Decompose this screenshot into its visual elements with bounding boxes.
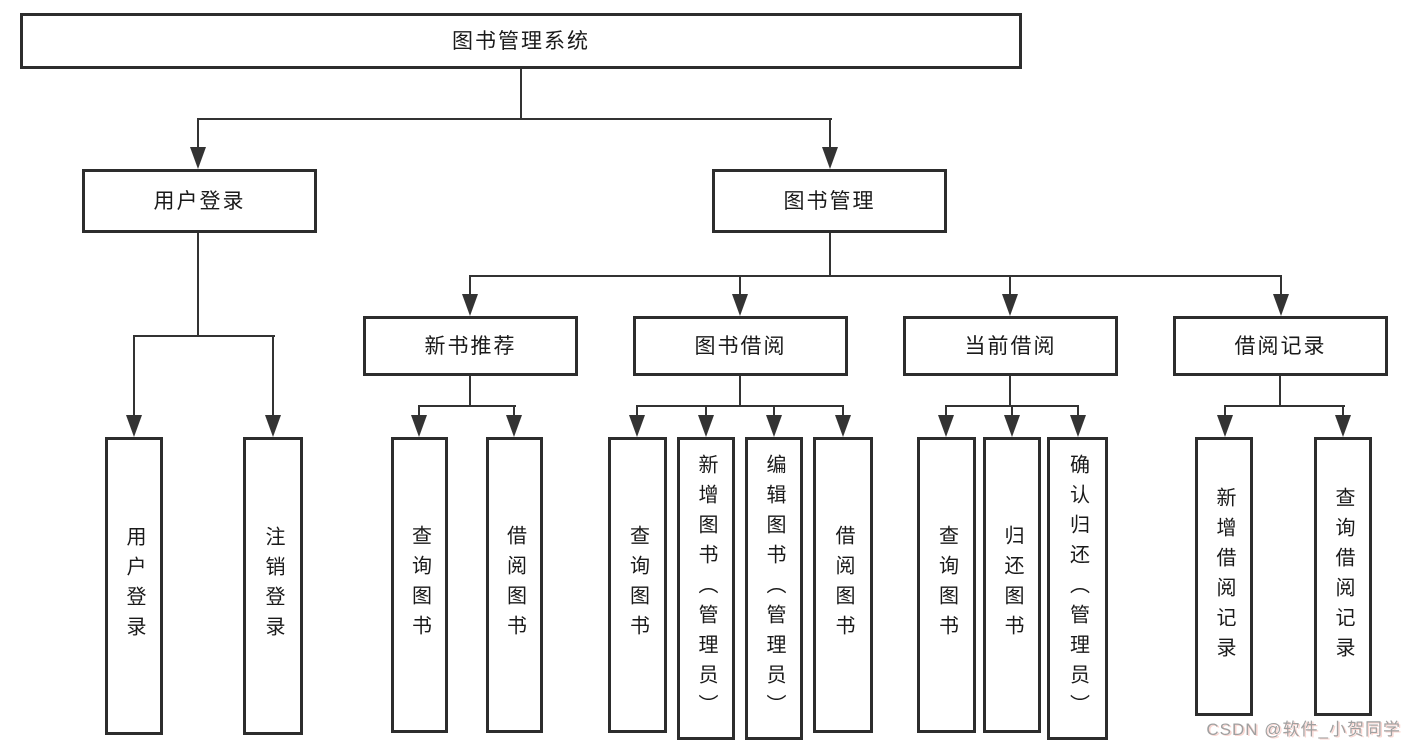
node-user_login-label: 用户登录 (153, 189, 246, 213)
connector-hline (636, 405, 844, 407)
node-bb_borrow-label: 借阅图书 (832, 525, 854, 645)
node-br_query: 查询借阅记录 (1314, 437, 1372, 716)
connector-vline (1009, 376, 1011, 407)
connector-arrow-stem (1011, 406, 1013, 415)
connector-arrow-stem (272, 336, 274, 415)
node-cb_query: 查询图书 (917, 437, 976, 733)
node-current_borrow-label: 当前借阅 (964, 334, 1057, 358)
arrow-down-icon (629, 415, 645, 437)
arrow-down-icon (698, 415, 714, 437)
connector-arrow-stem (1009, 276, 1011, 294)
connector-vline (197, 233, 199, 337)
node-root: 图书管理系统 (20, 13, 1022, 69)
arrow-down-icon (938, 415, 954, 437)
node-bb_query-label: 查询图书 (626, 525, 649, 645)
node-nb_borrow: 借阅图书 (486, 437, 543, 733)
connector-arrow-stem (773, 406, 775, 415)
connector-hline (418, 405, 516, 407)
connector-arrow-stem (842, 406, 844, 415)
node-bb_edit: 编辑图书（管理员） (745, 437, 803, 740)
arrow-down-icon (1004, 415, 1020, 437)
connector-arrow-stem (513, 406, 515, 415)
connector-vline (1279, 376, 1281, 407)
connector-hline (133, 335, 275, 337)
node-cb_return-label: 归还图书 (1001, 525, 1023, 645)
node-book_borrow-label: 图书借阅 (694, 334, 787, 358)
connector-arrow-stem (418, 406, 420, 415)
connector-arrow-stem (705, 406, 707, 415)
node-book_mgmt-label: 图书管理 (783, 189, 876, 213)
connector-arrow-stem (1280, 276, 1282, 294)
arrow-down-icon (265, 415, 281, 437)
node-root-label: 图书管理系统 (452, 29, 590, 53)
node-cb_query-label: 查询图书 (935, 525, 958, 645)
node-br_query-label: 查询借阅记录 (1332, 486, 1354, 667)
node-book_mgmt: 图书管理 (712, 169, 947, 233)
connector-arrow-stem (197, 119, 199, 147)
node-new_book_rec-label: 新书推荐 (424, 334, 517, 358)
node-ul_login: 用户登录 (105, 437, 163, 735)
connector-arrow-stem (1077, 406, 1079, 415)
connector-arrow-stem (469, 276, 471, 294)
arrow-down-icon (732, 294, 748, 316)
node-ul_logout-label: 注销登录 (262, 526, 284, 646)
arrow-down-icon (1335, 415, 1351, 437)
node-nb_query: 查询图书 (391, 437, 448, 733)
arrow-down-icon (1273, 294, 1289, 316)
connector-arrow-stem (829, 119, 831, 147)
connector-vline (739, 376, 741, 407)
connector-arrow-stem (133, 336, 135, 415)
arrow-down-icon (126, 415, 142, 437)
node-borrow_record-label: 借阅记录 (1234, 334, 1327, 358)
node-book_borrow: 图书借阅 (633, 316, 848, 376)
node-bb_edit-label: 编辑图书（管理员） (763, 453, 785, 724)
arrow-down-icon (506, 415, 522, 437)
watermark: CSDN @软件_小贺同学 (1206, 720, 1401, 739)
connector-arrow-stem (1224, 406, 1226, 415)
connector-hline (1224, 405, 1345, 407)
connector-vline (829, 233, 831, 277)
node-br_add-label: 新增借阅记录 (1213, 486, 1235, 667)
node-cb_return: 归还图书 (983, 437, 1041, 733)
node-ul_logout: 注销登录 (243, 437, 303, 735)
connector-hline (197, 118, 832, 120)
node-current_borrow: 当前借阅 (903, 316, 1118, 376)
connector-arrow-stem (739, 276, 741, 294)
node-nb_borrow-label: 借阅图书 (503, 525, 526, 645)
node-borrow_record: 借阅记录 (1173, 316, 1388, 376)
node-cb_confirm: 确认归还（管理员） (1047, 437, 1108, 740)
node-cb_confirm-label: 确认归还（管理员） (1066, 453, 1089, 724)
node-bb_borrow: 借阅图书 (813, 437, 873, 733)
connector-arrow-stem (636, 406, 638, 415)
arrow-down-icon (1002, 294, 1018, 316)
connector-arrow-stem (1342, 406, 1344, 415)
node-br_add: 新增借阅记录 (1195, 437, 1253, 716)
arrow-down-icon (835, 415, 851, 437)
node-bb_add-label: 新增图书（管理员） (695, 453, 717, 724)
node-new_book_rec: 新书推荐 (363, 316, 578, 376)
arrow-down-icon (411, 415, 427, 437)
node-bb_add: 新增图书（管理员） (677, 437, 735, 740)
arrow-down-icon (190, 147, 206, 169)
arrow-down-icon (766, 415, 782, 437)
connector-vline (520, 69, 522, 119)
connector-vline (469, 376, 471, 407)
node-bb_query: 查询图书 (608, 437, 667, 733)
arrow-down-icon (462, 294, 478, 316)
node-ul_login-label: 用户登录 (123, 526, 145, 646)
arrow-down-icon (1070, 415, 1086, 437)
arrow-down-icon (1217, 415, 1233, 437)
node-nb_query-label: 查询图书 (408, 525, 431, 645)
connector-hline (469, 275, 1282, 277)
connector-arrow-stem (945, 406, 947, 415)
arrow-down-icon (822, 147, 838, 169)
node-user_login: 用户登录 (82, 169, 317, 233)
